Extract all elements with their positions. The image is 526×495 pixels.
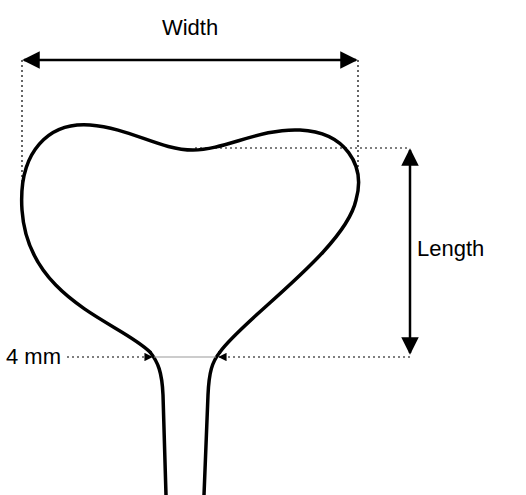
extension-line [357,60,358,195]
leader-arrow [219,356,410,357]
dimension-label: Width [162,17,218,39]
extension-line [195,147,410,148]
leader-arrow [67,356,152,357]
width-arrow [24,59,356,62]
petiole-right [204,352,220,495]
petiole-width-line [154,357,216,358]
dimension-label: 4 mm [6,346,64,368]
petiole-left [150,352,166,495]
length-arrow [409,150,412,353]
dimension-label: Length [417,238,484,260]
leaf-blade [22,125,359,352]
extension-line [21,60,22,205]
